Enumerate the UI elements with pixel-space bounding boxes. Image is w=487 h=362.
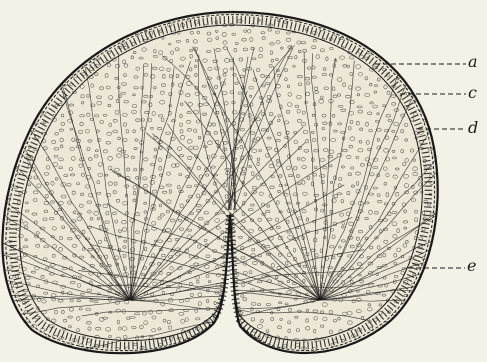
label-c: c [468,85,477,101]
label-a: a [468,54,478,70]
label-e: e [467,258,476,274]
label-d: d [468,120,478,136]
